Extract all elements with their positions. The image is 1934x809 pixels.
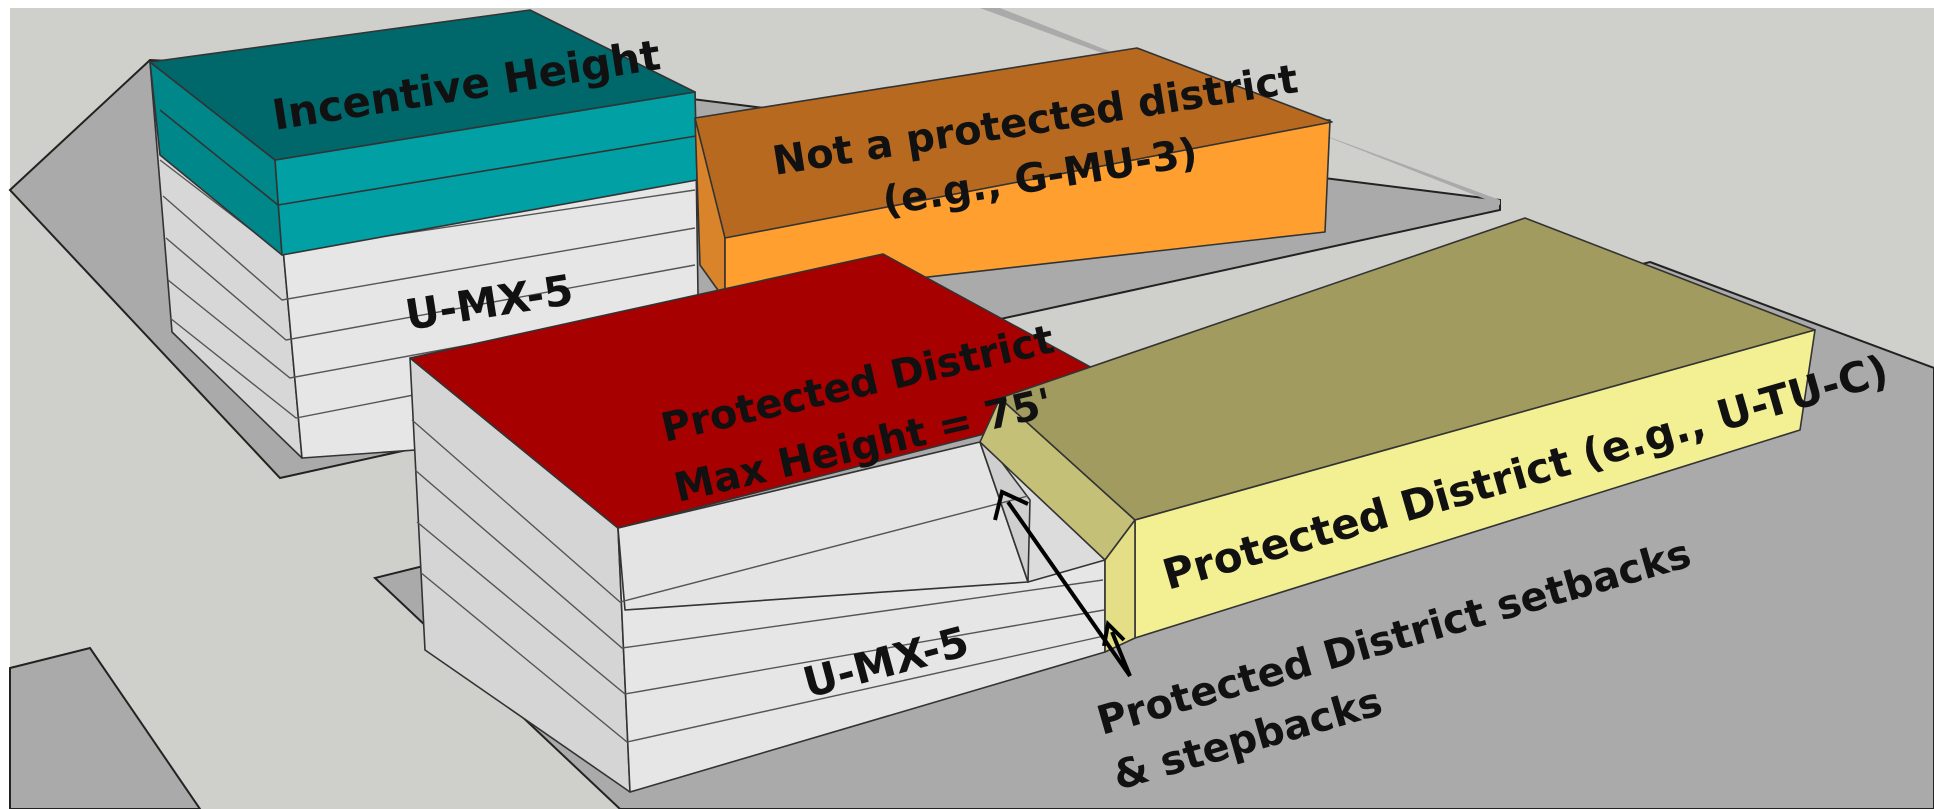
incentive-height-roof: [149, 9, 696, 161]
setback-arrows: [993, 489, 1132, 678]
bottom-left-lot: [9, 646, 202, 809]
protected-district-corner: [1104, 519, 1136, 653]
not-protected-roof: [694, 47, 1333, 239]
front-building-floor-lines: [411, 419, 1105, 743]
